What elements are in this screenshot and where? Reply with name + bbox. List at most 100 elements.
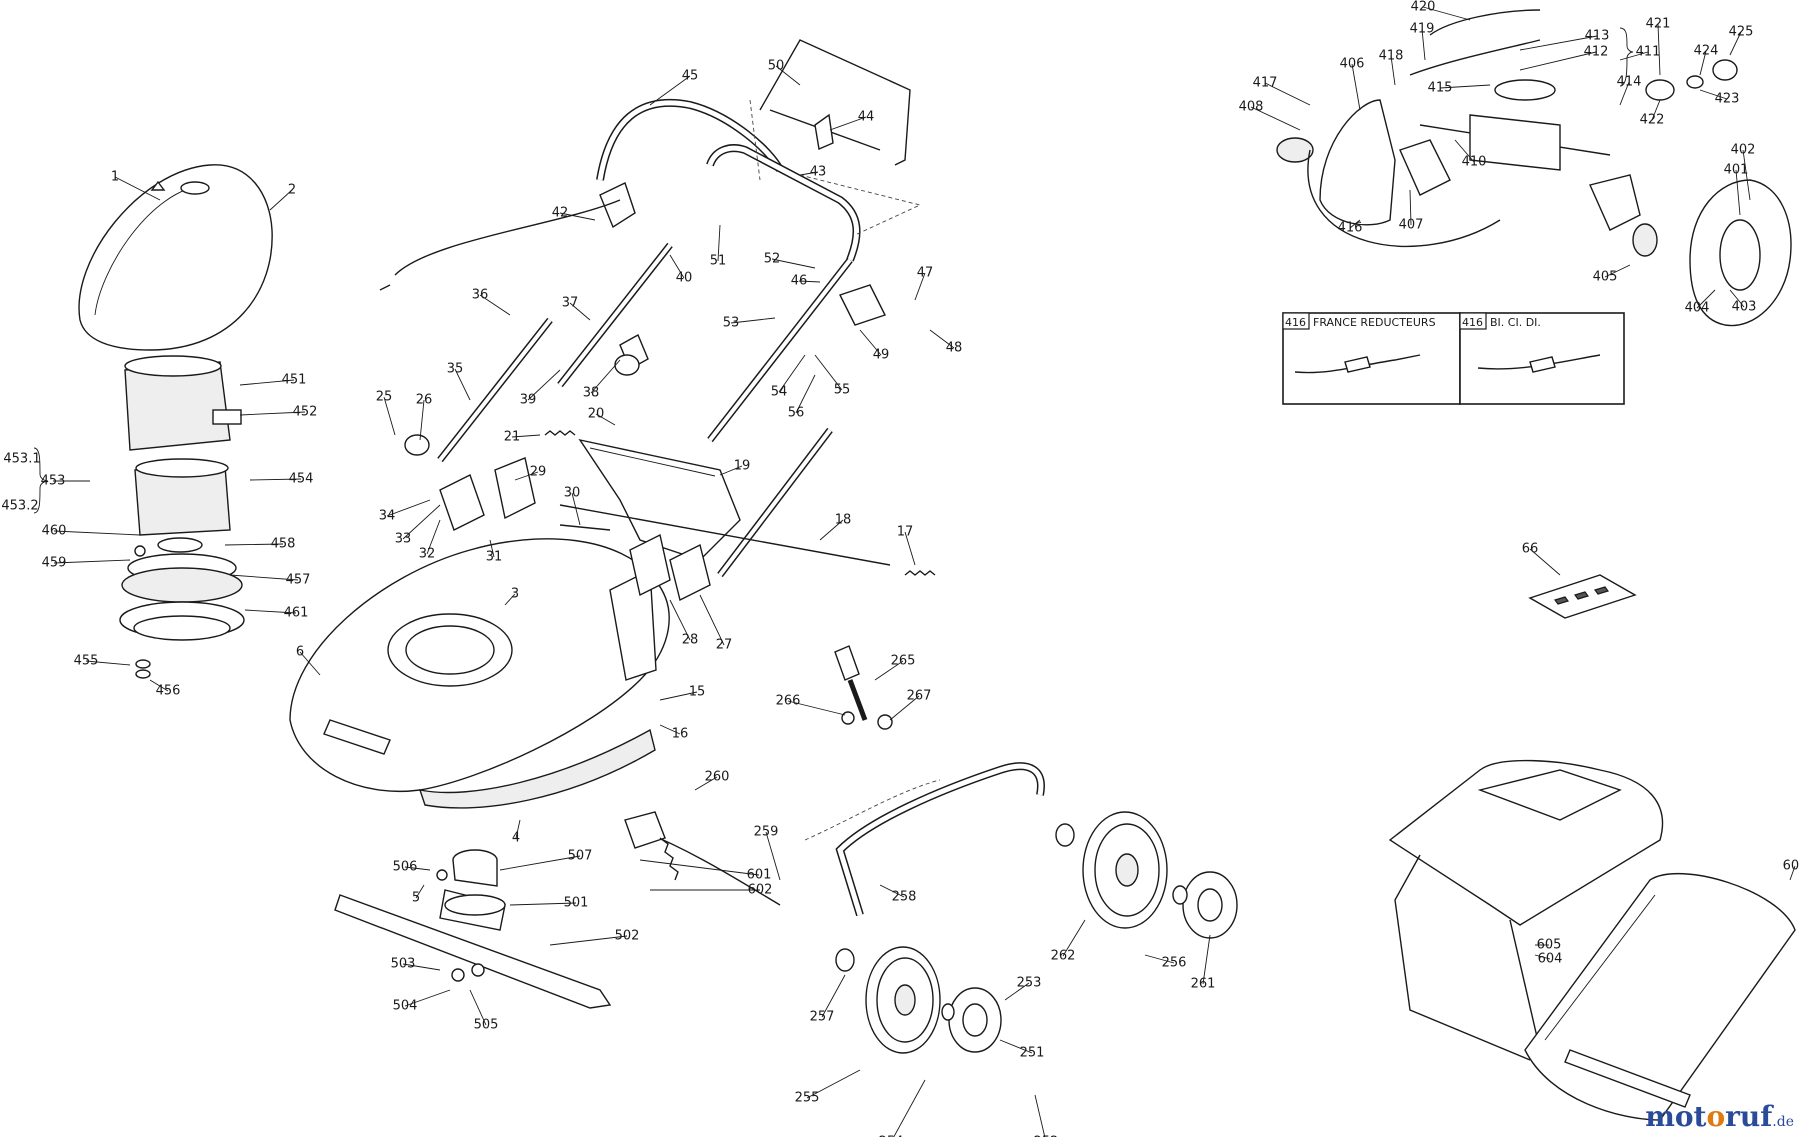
part-number-label: 503 — [391, 957, 416, 972]
part-number-label: 51 — [710, 254, 727, 269]
leader-line — [893, 1079, 926, 1137]
part-number-label: 40 — [676, 271, 693, 286]
part-number-label: 256 — [1162, 956, 1187, 971]
leader-line — [889, 695, 920, 721]
leader-line — [419, 399, 425, 441]
leader-line — [719, 465, 743, 476]
part-number-label: 52 — [764, 252, 781, 267]
leader-line — [224, 543, 284, 546]
leader-line — [1729, 31, 1742, 56]
part-number-label: 415 — [1428, 81, 1453, 96]
leader-line — [717, 224, 721, 262]
mower-deck-part — [289, 538, 670, 809]
leader-line — [571, 492, 581, 526]
leader-line — [1421, 28, 1426, 61]
cable-part — [379, 284, 391, 291]
part-number-label: 605 — [1537, 938, 1562, 953]
part-number-label: 44 — [858, 110, 875, 125]
site-watermark: motoruf.de — [1645, 1100, 1794, 1133]
part-number-label: 410 — [1462, 155, 1487, 170]
spring-part — [544, 430, 936, 576]
leader-line — [1619, 81, 1630, 106]
part-number-label: 416 — [1338, 221, 1363, 236]
part-number-label: 414 — [1617, 75, 1642, 90]
leader-line — [249, 478, 302, 481]
leader-line — [1604, 264, 1631, 278]
part-number-label: 38 — [583, 386, 600, 401]
part-number-label: 37 — [562, 296, 579, 311]
leader-line — [771, 258, 816, 269]
part-number-label: 461 — [284, 606, 309, 621]
leader-line — [402, 963, 441, 971]
leader-line — [1657, 23, 1661, 76]
inset-box-france-reducteurs: 416 FRANCE REDUCTEURS — [1282, 312, 1461, 405]
leader-line — [730, 317, 776, 324]
leader-line — [814, 354, 843, 391]
leader-line — [929, 329, 955, 349]
leader-line — [1699, 50, 1707, 76]
part-number-label: 4 — [512, 831, 520, 846]
leader-line — [1250, 106, 1301, 131]
part-number-label: 53 — [723, 316, 740, 331]
rear-axle-part — [559, 504, 891, 566]
part-number-label: 56 — [788, 406, 805, 421]
leader-line — [1619, 51, 1649, 61]
leader-line — [1519, 35, 1598, 51]
part-number-label: 267 — [907, 689, 932, 704]
leader-line — [1004, 982, 1030, 1001]
leader-line — [775, 65, 801, 86]
part-number-label: 405 — [1593, 270, 1618, 285]
front-axle-part — [624, 762, 1045, 917]
part-number-label: 501 — [564, 896, 589, 911]
part-number-label: 260 — [705, 770, 730, 785]
part-number-label: 253 — [1017, 976, 1042, 991]
part-number-label: 454 — [289, 472, 314, 487]
leader-line — [778, 354, 806, 393]
leader-line — [819, 519, 844, 541]
leader-line — [479, 294, 511, 316]
part-number-label: 30 — [564, 486, 581, 501]
watermark-part-3: ruf — [1725, 1100, 1773, 1133]
part-number-label: 401 — [1724, 163, 1749, 178]
part-number-label: 411 — [1636, 45, 1661, 60]
axle-bolt-part — [559, 524, 611, 531]
inset-box-number: 416 — [1285, 316, 1306, 329]
parts-bag-part — [1528, 574, 1637, 619]
part-number-label: 412 — [1584, 45, 1609, 60]
part-number-label: 28 — [682, 633, 699, 648]
part-number-label: 265 — [891, 654, 916, 669]
leader-line — [53, 559, 131, 564]
part-number-label: 20 — [588, 407, 605, 422]
part-number-label: 255 — [795, 1091, 820, 1106]
part-number-label: 453 — [41, 474, 66, 489]
part-number-label: 49 — [873, 348, 890, 363]
leader-line — [914, 272, 926, 301]
leader-line — [386, 499, 431, 517]
part-number-label: 453.2 — [1, 499, 38, 514]
leader-line — [402, 504, 441, 540]
leader-line — [765, 831, 781, 881]
part-number-label: 34 — [379, 509, 396, 524]
leader-line — [269, 189, 293, 211]
part-number-label: 48 — [946, 341, 963, 356]
part-number-label: 5 — [412, 891, 420, 906]
part-number-label: 425 — [1729, 25, 1754, 40]
leader-line — [1696, 289, 1716, 309]
leader-line — [244, 609, 297, 614]
leader-line — [1264, 82, 1311, 106]
leader-line — [469, 989, 487, 1026]
part-number-label: 403 — [1732, 300, 1757, 315]
leader-line — [1439, 84, 1491, 89]
part-number-label: 502 — [615, 929, 640, 944]
leader-line — [559, 212, 596, 221]
leader-line — [499, 855, 581, 871]
wheel-part — [1055, 811, 1238, 939]
part-number-label: 262 — [1051, 949, 1076, 964]
part-number-label: 17 — [897, 525, 914, 540]
leader-line — [1454, 139, 1475, 163]
leader-line — [787, 700, 846, 716]
part-number-label: 423 — [1715, 92, 1740, 107]
part-number-label: 603 — [1783, 859, 1800, 874]
part-number-label: 458 — [271, 537, 296, 552]
